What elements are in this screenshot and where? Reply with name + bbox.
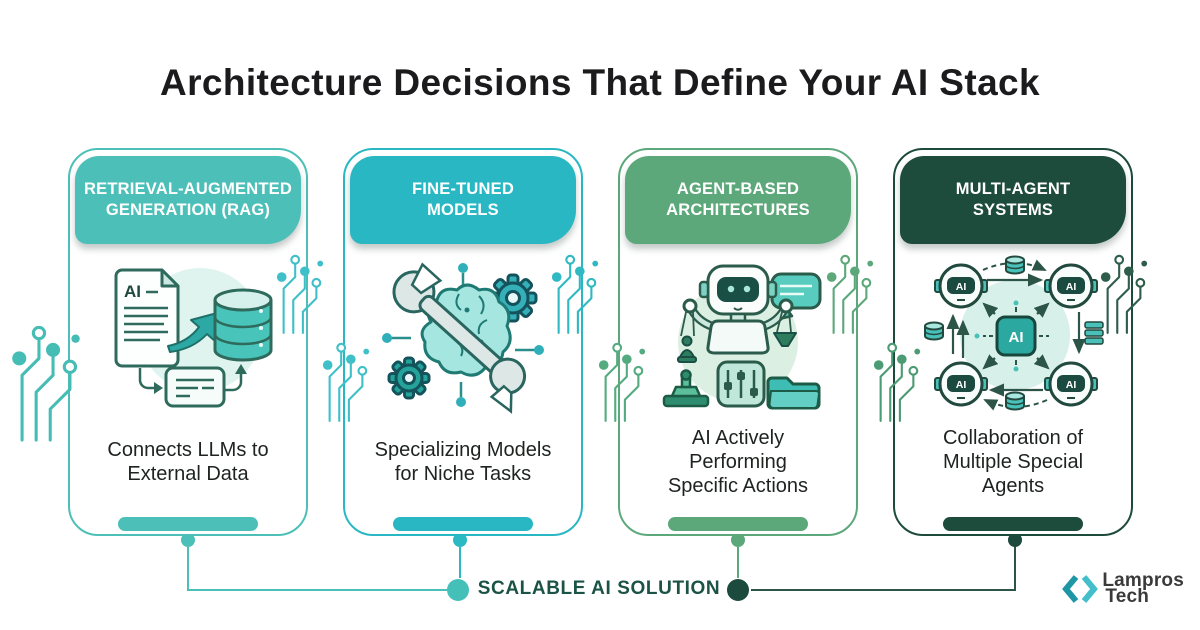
scalable-left-node: [447, 579, 469, 601]
card-agent-based-connector-dot: [731, 533, 745, 547]
card-agent-based-description: AI Actively Performing Specific Actions: [667, 427, 809, 497]
card-rag-footer-bar: [118, 517, 258, 531]
robot-performing-actions-icon: [620, 246, 856, 424]
card-rag-header: RETRIEVAL-AUGMENTED GENERATION (RAG): [75, 156, 301, 244]
circuit-decoration: [550, 254, 600, 334]
scalable-right-node: [727, 579, 749, 601]
circuit-decoration: [872, 342, 922, 422]
circuit-decoration: [275, 254, 325, 334]
circuit-decoration: [597, 342, 647, 422]
card-multi-agent-footer-bar: [943, 517, 1083, 531]
card-fine-tuned-footer-bar: [393, 517, 533, 531]
page-title: Architecture Decisions That Define Your …: [159, 62, 1041, 103]
logo-line2: Tech: [1105, 586, 1150, 607]
card-agent-based-title: AGENT-BASED ARCHITECTURES: [666, 179, 810, 219]
multi-agent-network-icon: AI: [895, 246, 1131, 424]
card-agent-based-footer-bar: [668, 517, 808, 531]
svg-text:AI: AI: [1066, 379, 1077, 391]
card-multi-agent-description: Collaboration of Multiple Special Agents: [942, 427, 1084, 497]
circuit-decoration: [10, 325, 82, 442]
scalable-ai-solution-label: SCALABLE AI SOLUTION: [477, 578, 721, 599]
card-fine-tuned-connector-dot: [453, 533, 467, 547]
card-agent-based: AGENT-BASED ARCHITECTURES: [618, 148, 858, 536]
connector-lines: [181, 533, 1022, 601]
card-fine-tuned-title: FINE-TUNED MODELS: [412, 179, 514, 219]
svg-text:AI: AI: [956, 281, 967, 293]
card-agent-based-header: AGENT-BASED ARCHITECTURES: [625, 156, 851, 244]
card-rag-title: RETRIEVAL-AUGMENTED GENERATION (RAG): [84, 179, 292, 219]
lampros-tech-logo: Lampros Tech: [1061, 568, 1184, 610]
angle-brackets-icon: [1062, 575, 1099, 603]
logo-wordmark: Lampros Tech: [1102, 569, 1184, 607]
card-multi-agent: MULTI-AGENT SYSTEMS: [893, 148, 1133, 536]
svg-text:AI: AI: [1009, 329, 1024, 346]
document-to-database-icon: AI: [70, 246, 306, 424]
card-rag-description: Connects LLMs to External Data: [107, 439, 269, 485]
card-fine-tuned-description: Specializing Models for Niche Tasks: [374, 439, 552, 485]
card-fine-tuned: FINE-TUNED MODELS: [343, 148, 583, 536]
card-multi-agent-connector-dot: [1008, 533, 1022, 547]
card-multi-agent-header: MULTI-AGENT SYSTEMS: [900, 156, 1126, 244]
card-rag-connector-dot: [181, 533, 195, 547]
svg-text:AI: AI: [124, 282, 141, 301]
circuit-decoration: [825, 254, 875, 334]
svg-text:AI: AI: [1066, 281, 1077, 293]
card-rag: RETRIEVAL-AUGMENTED GENERATION (RAG) AI: [68, 148, 308, 536]
logo-line1: Lampros: [1102, 569, 1184, 591]
circuit-decoration: [321, 342, 371, 422]
svg-text:AI: AI: [956, 379, 967, 391]
circuit-decoration: [1099, 254, 1149, 334]
card-multi-agent-title: MULTI-AGENT SYSTEMS: [955, 179, 1071, 219]
wrench-brain-gears-icon: [345, 246, 581, 424]
card-fine-tuned-header: FINE-TUNED MODELS: [350, 156, 576, 244]
